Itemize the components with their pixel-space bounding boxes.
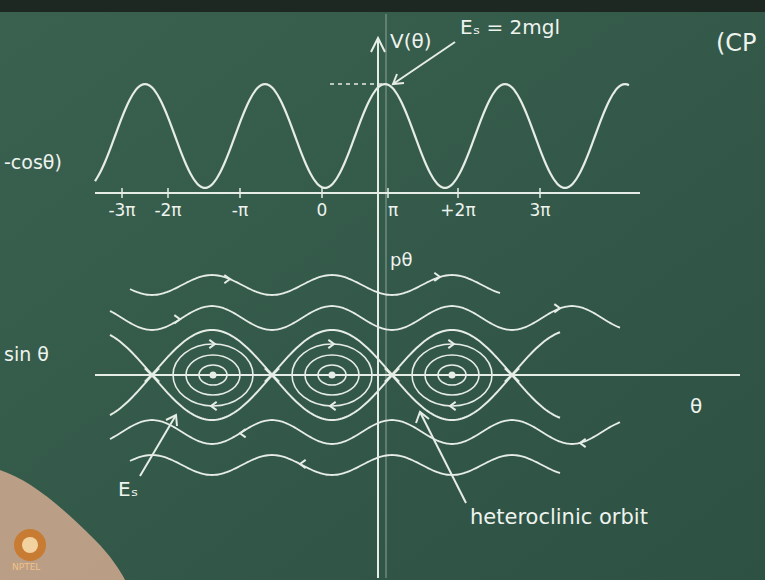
formula-fragment: sin θ	[4, 344, 49, 366]
flow-arrow	[330, 402, 336, 410]
center-point	[449, 372, 456, 379]
closed-orbit	[292, 344, 372, 406]
tick-mark	[239, 188, 241, 198]
energy-label: Eₛ	[118, 478, 138, 501]
tick-mark	[539, 188, 541, 198]
flow-arrow	[580, 439, 586, 447]
rotating-orbit	[130, 275, 500, 295]
orbit-label: heteroclinic orbit	[470, 505, 648, 529]
flow-arrow	[450, 402, 456, 410]
leader-line	[420, 412, 466, 503]
theta-axis	[95, 192, 640, 194]
tick-label: -3π	[108, 201, 135, 221]
rotating-orbit	[130, 455, 560, 475]
tick-label: -2π	[154, 201, 181, 221]
tick-mark	[457, 188, 459, 198]
faint-line	[386, 14, 387, 578]
tick-label: -π	[232, 201, 248, 221]
flow-arrow	[328, 340, 334, 348]
tick-label: 0	[317, 201, 328, 221]
flow-arrow	[300, 460, 306, 468]
board-frame	[0, 0, 765, 12]
closed-orbit	[173, 344, 253, 406]
flow-arrow	[554, 304, 560, 312]
watermark: NPTEL	[12, 562, 40, 572]
axis-label: V(θ)	[390, 30, 432, 53]
saddle-point	[385, 368, 399, 382]
rotating-orbit	[110, 420, 620, 444]
axis-label: θ	[690, 395, 702, 418]
axis-arrow	[371, 38, 385, 52]
flow-arrow	[240, 429, 246, 437]
flow-arrow	[209, 340, 215, 348]
closed-orbit	[438, 365, 466, 385]
closed-orbit	[186, 355, 240, 395]
formula-fragment: -cosθ)	[4, 152, 62, 174]
saddle-point	[145, 368, 159, 382]
flow-arrow	[211, 402, 217, 410]
flow-arrow	[174, 315, 180, 323]
closed-orbit	[425, 355, 479, 395]
closed-orbit	[318, 365, 346, 385]
saddle-point	[265, 368, 279, 382]
margin-note: (CP	[716, 30, 757, 58]
flow-arrow	[224, 275, 230, 283]
tick-label: 3π	[529, 201, 550, 221]
tick-mark	[167, 188, 169, 198]
energy-label: Eₛ = 2mgl	[460, 16, 560, 39]
logo-mark	[22, 537, 38, 553]
theta-axis	[95, 374, 740, 376]
saddle-point	[505, 368, 519, 382]
flow-arrow	[448, 340, 454, 348]
energy-level	[330, 83, 386, 85]
axis-label: pθ	[390, 250, 412, 271]
leader-line	[140, 415, 176, 476]
lecturer-arm	[0, 470, 125, 580]
tick-mark	[387, 188, 389, 198]
tick-mark	[121, 188, 123, 198]
tick-mark	[321, 188, 323, 198]
flow-arrow	[434, 273, 440, 281]
closed-orbit	[305, 355, 359, 395]
potential-curve	[95, 84, 629, 188]
center-point	[210, 372, 217, 379]
tick-label: +2π	[440, 201, 475, 221]
closed-orbit	[199, 365, 227, 385]
phase-portrait	[110, 273, 620, 475]
vertical-axis	[377, 40, 379, 578]
leader-arrow	[393, 74, 404, 84]
leader-arrow	[416, 412, 429, 423]
rotating-orbit	[110, 306, 620, 330]
tick-label: π	[388, 201, 398, 221]
center-point	[329, 372, 336, 379]
separatrix	[110, 330, 560, 375]
closed-orbit	[412, 344, 492, 406]
separatrix	[110, 375, 560, 420]
logo-mark	[14, 529, 46, 561]
